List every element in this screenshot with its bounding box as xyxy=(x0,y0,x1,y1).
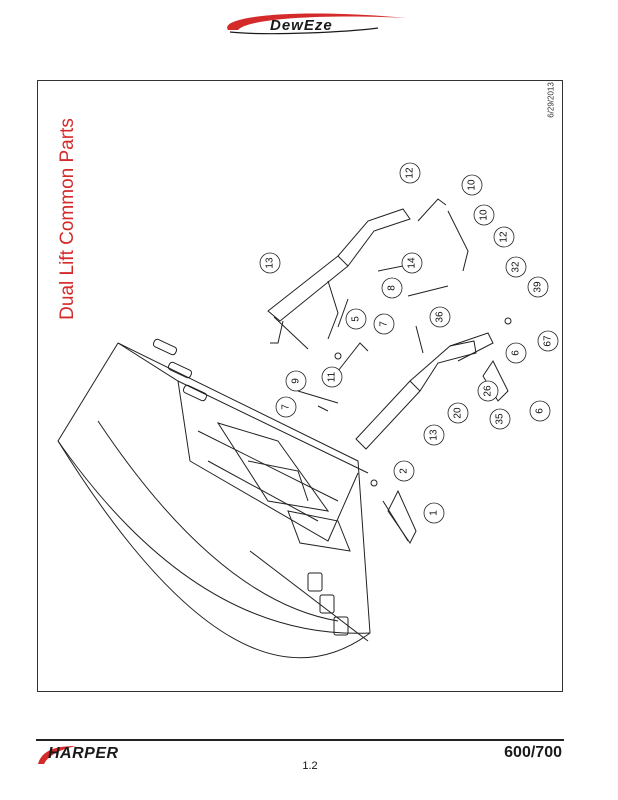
callout-67: 67 xyxy=(537,330,559,352)
callout-number: 35 xyxy=(495,413,506,425)
callout-circle xyxy=(285,370,307,392)
callout-number: 20 xyxy=(453,407,464,419)
harper-brand-name: HARPER xyxy=(48,745,119,762)
callout-7: 7 xyxy=(373,313,395,335)
callout-number: 67 xyxy=(543,335,554,347)
callout-circle xyxy=(275,396,297,418)
callout-2: 2 xyxy=(393,460,415,482)
callout-circle xyxy=(527,276,549,298)
callout-number: 7 xyxy=(379,321,390,327)
callout-number: 13 xyxy=(429,429,440,441)
callout-1: 1 xyxy=(423,502,445,524)
callout-circle xyxy=(493,226,515,248)
callout-35: 35 xyxy=(489,408,511,430)
callout-number: 6 xyxy=(511,350,522,356)
callout-circle xyxy=(401,252,423,274)
callout-8: 8 xyxy=(381,277,403,299)
model-number: 600/700 xyxy=(504,744,562,761)
harper-logo: HARPER xyxy=(36,742,146,766)
callout-39: 39 xyxy=(527,276,549,298)
callout-number: 36 xyxy=(435,311,446,323)
callout-number: 11 xyxy=(327,371,338,382)
callout-6: 6 xyxy=(529,400,551,422)
callout-number: 26 xyxy=(483,385,494,397)
callout-13: 13 xyxy=(259,252,281,274)
callout-26: 26 xyxy=(477,380,499,402)
callout-circle xyxy=(537,330,559,352)
callout-12: 12 xyxy=(493,226,515,248)
callout-number: 14 xyxy=(407,257,418,269)
callout-circle xyxy=(461,174,483,196)
lift-assembly-drawing xyxy=(267,198,512,544)
callout-number: 9 xyxy=(291,378,302,384)
diagram-frame xyxy=(37,80,563,692)
callout-36: 36 xyxy=(429,306,451,328)
brand-name: DewEze xyxy=(270,17,333,34)
callout-circle xyxy=(447,402,469,424)
callout-number: 1 xyxy=(429,510,440,516)
callout-number: 10 xyxy=(479,209,490,221)
callout-circle xyxy=(259,252,281,274)
callout-circle xyxy=(321,366,343,388)
callout-10: 10 xyxy=(473,204,495,226)
callout-circle xyxy=(477,380,499,402)
callout-7: 7 xyxy=(275,396,297,418)
callout-number: 5 xyxy=(351,316,362,322)
callout-circle xyxy=(429,306,451,328)
callout-number: 6 xyxy=(535,408,546,414)
callout-circle xyxy=(393,460,415,482)
callout-circle xyxy=(423,502,445,524)
callout-14: 14 xyxy=(401,252,423,274)
harper-swoosh-icon xyxy=(38,746,76,764)
callout-circle xyxy=(529,400,551,422)
callout-number: 12 xyxy=(499,231,510,243)
truck-bed-drawing xyxy=(57,338,371,659)
callout-number: 32 xyxy=(511,261,522,273)
callout-12: 12 xyxy=(399,162,421,184)
callout-5: 5 xyxy=(345,308,367,330)
callout-circle xyxy=(381,277,403,299)
callout-circle xyxy=(399,162,421,184)
page-number: 1.2 xyxy=(302,760,318,772)
callout-10: 10 xyxy=(461,174,483,196)
callout-13: 13 xyxy=(423,424,445,446)
callout-number: 2 xyxy=(399,468,410,474)
callout-number: 8 xyxy=(387,285,398,291)
callout-11: 11 xyxy=(321,366,343,388)
callout-circle xyxy=(423,424,445,446)
callout-circle xyxy=(489,408,511,430)
callout-circle xyxy=(473,204,495,226)
callout-circle xyxy=(505,342,527,364)
deweze-logo: DewEze xyxy=(208,6,413,40)
callout-number: 7 xyxy=(281,404,292,410)
callout-number: 10 xyxy=(467,179,478,191)
callout-6: 6 xyxy=(505,342,527,364)
callout-9: 9 xyxy=(285,370,307,392)
callout-number: 12 xyxy=(405,167,416,179)
deweze-swoosh-icon xyxy=(227,13,406,35)
callout-number: 39 xyxy=(533,281,544,293)
callout-20: 20 xyxy=(447,402,469,424)
callout-32: 32 xyxy=(505,256,527,278)
footer-rule xyxy=(36,739,564,741)
callout-circle xyxy=(505,256,527,278)
callout-number: 13 xyxy=(265,257,276,269)
callout-circle xyxy=(345,308,367,330)
callout-circle xyxy=(373,313,395,335)
